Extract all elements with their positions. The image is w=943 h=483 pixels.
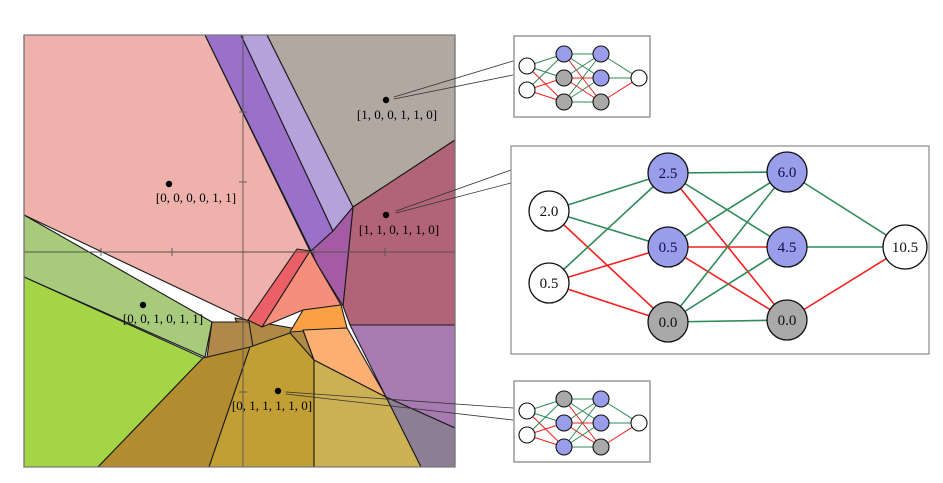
neuron-node-active <box>647 152 689 194</box>
region-salmon-triangle <box>302 327 387 398</box>
axes-layer <box>24 35 455 467</box>
weight-edge-positive <box>563 398 602 448</box>
neuron-node-inactive <box>592 438 610 456</box>
neuron-value-label: 0.0 <box>659 315 678 331</box>
weight-edge-positive <box>526 398 565 436</box>
neuron-node-active <box>592 69 610 87</box>
neuron-node-inactive <box>592 93 610 111</box>
network-bottom-mini-nodes <box>518 390 648 456</box>
callout-bottom-lower <box>285 393 514 421</box>
weight-edge-negative <box>548 246 669 284</box>
plot-border <box>23 34 456 468</box>
sample-point-dot <box>165 180 173 188</box>
weight-edge-positive <box>667 171 788 323</box>
neuron-node-active <box>647 226 689 268</box>
neuron-node-active <box>555 414 573 432</box>
network-main-nodes: 2.0 0.5 2.5 0.5 0.0 6.0 4.5 0.0 10.5 <box>528 151 928 343</box>
neuron-value-label: 4.5 <box>778 240 797 256</box>
neuron-value-label: 0.5 <box>540 276 559 292</box>
neuron-node-inactive <box>555 390 573 408</box>
callout-middle-lower <box>395 182 512 214</box>
neuron-value-label: 0.5 <box>659 240 678 256</box>
network-top-mini <box>513 35 651 118</box>
neuron-node-io <box>528 262 570 304</box>
neuron-node-io <box>882 224 928 270</box>
neuron-value-label: 2.0 <box>540 204 559 220</box>
neuron-node-inactive <box>766 299 808 341</box>
neuron-node-inactive <box>647 301 689 343</box>
regions-layer <box>23 34 456 468</box>
callout-top-lower <box>393 74 514 100</box>
sample-point-dot <box>382 96 390 104</box>
neuron-node-io <box>518 57 536 75</box>
region-orange-band <box>289 304 348 333</box>
sample-point-dot <box>139 301 147 309</box>
neuron-node-io <box>528 190 570 232</box>
points-layer: [1, 0, 0, 1, 1, 0] [1, 1, 0, 1, 1, 0] [0, … <box>123 96 439 413</box>
network-bottom-mini <box>513 380 651 463</box>
weight-edge-positive <box>563 53 602 103</box>
network-main: 2.0 0.5 2.5 0.5 0.0 6.0 4.5 0.0 10.5 <box>510 145 930 355</box>
weight-edge-positive <box>548 172 669 212</box>
network-main-edges <box>548 171 906 323</box>
weight-edge-negative <box>548 282 669 323</box>
neuron-node-io <box>630 414 648 432</box>
neuron-node-active <box>555 438 573 456</box>
weight-edge-positive <box>667 246 788 323</box>
weight-edge-positive <box>548 172 669 284</box>
neuron-node-inactive <box>555 69 573 87</box>
callout-lines <box>285 60 514 421</box>
neuron-value-label: 2.5 <box>659 166 678 182</box>
neuron-value-label: 10.5 <box>892 240 918 256</box>
callout-middle-upper <box>395 169 512 212</box>
neuron-node-io <box>518 81 536 99</box>
network-top-mini-box <box>513 35 651 118</box>
weight-edge-negative <box>548 210 669 323</box>
neuron-node-active <box>592 390 610 408</box>
activation-pattern-label: [0, 0, 1, 0, 1, 1] <box>123 311 203 326</box>
activation-pattern-label: [0, 0, 0, 0, 1, 1] <box>156 190 236 205</box>
activation-pattern-label: [1, 0, 0, 1, 1, 0] <box>357 107 437 122</box>
neuron-value-label: 6.0 <box>778 165 797 181</box>
neuron-node-io <box>518 402 536 420</box>
network-main-box <box>510 145 930 355</box>
activation-pattern-label: [0, 1, 1, 1, 1, 0] <box>232 398 312 413</box>
callout-top-upper <box>393 60 514 98</box>
sample-point-dot <box>382 211 390 219</box>
callout-bottom-upper <box>285 391 514 409</box>
activation-pattern-label: [1, 1, 0, 1, 1, 0] <box>359 222 439 237</box>
network-top-mini-nodes <box>518 45 648 111</box>
weight-edge-positive <box>667 171 788 248</box>
network-bottom-mini-box <box>513 380 651 463</box>
weight-edge-negative <box>667 246 788 321</box>
neuron-node-active <box>766 226 808 268</box>
neuron-value-label: 0.0 <box>778 313 797 329</box>
weight-edge-positive <box>526 53 565 91</box>
weight-edge-positive <box>786 171 906 248</box>
neuron-node-active <box>592 414 610 432</box>
neuron-node-active <box>592 45 610 63</box>
neuron-node-active <box>766 151 808 193</box>
sample-point-dot <box>274 387 282 395</box>
neuron-node-io <box>518 426 536 444</box>
neuron-node-io <box>630 69 648 87</box>
neuron-node-inactive <box>555 93 573 111</box>
weight-edge-negative <box>786 246 906 321</box>
neuron-node-active <box>555 45 573 63</box>
